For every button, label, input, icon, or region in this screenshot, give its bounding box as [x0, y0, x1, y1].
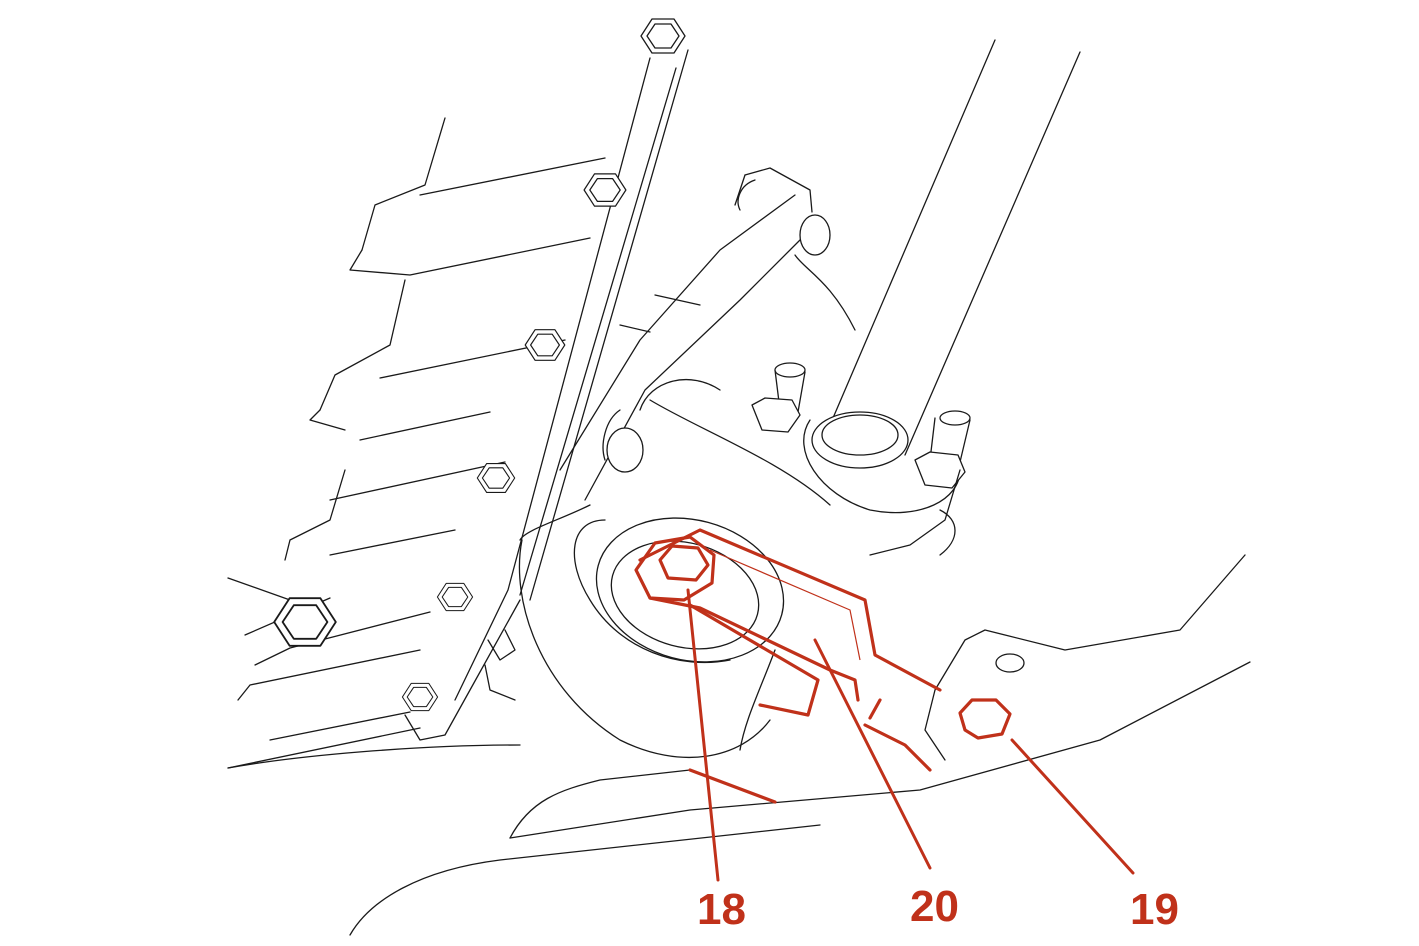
bolt-18-icon	[634, 535, 716, 602]
mounting-bracket	[924, 554, 1246, 761]
leader-line-20	[813, 638, 932, 870]
shock-absorber	[803, 39, 1081, 514]
frame-structure	[227, 117, 606, 769]
callout-label-20: 20	[910, 882, 959, 931]
callout-label-19: 19	[1130, 885, 1179, 934]
tie-rod	[404, 49, 689, 741]
leader-lines	[686, 588, 1135, 882]
leader-line-18	[686, 588, 720, 882]
bolt-19-icon	[958, 698, 1012, 740]
link-arm	[559, 167, 856, 501]
leader-line-19	[1010, 738, 1135, 875]
highlighted-bracket-part-20	[638, 528, 942, 804]
stud-left	[751, 362, 806, 433]
callout-label-18: 18	[697, 885, 746, 934]
hex-bolt-icon	[273, 18, 686, 712]
stud-right	[914, 410, 971, 489]
lower-beam	[227, 661, 1251, 936]
